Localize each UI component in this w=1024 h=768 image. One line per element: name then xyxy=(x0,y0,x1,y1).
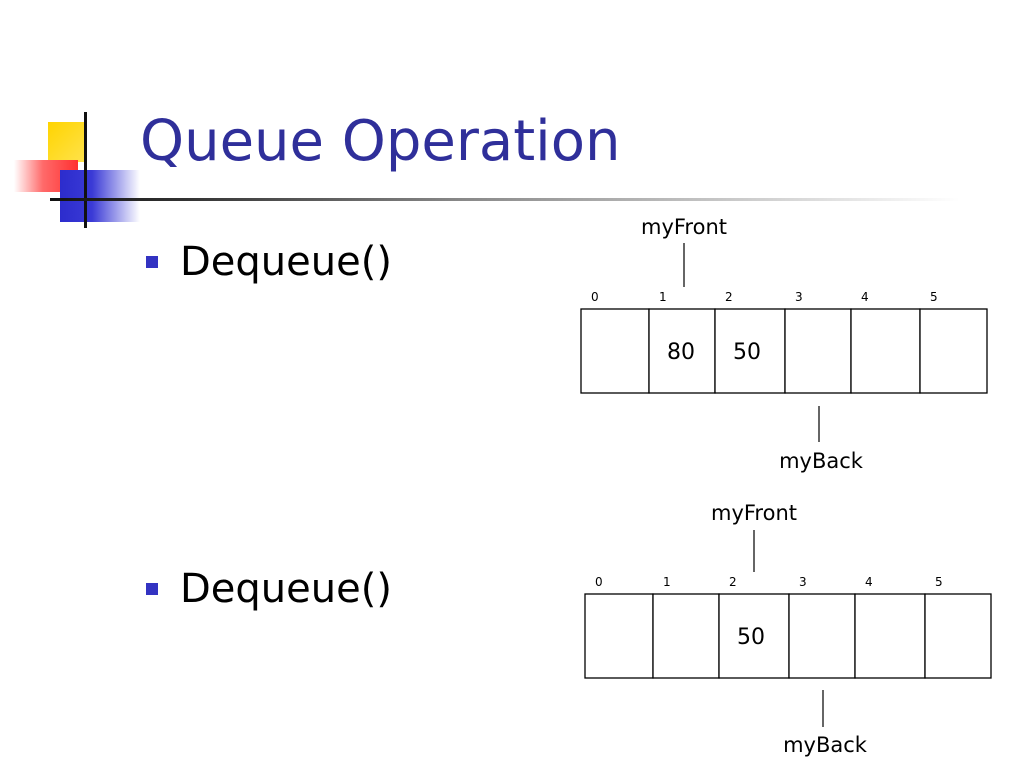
slide-title: Queue Operation xyxy=(140,109,621,174)
array-cell xyxy=(854,593,926,679)
cell-value: 50 xyxy=(737,625,765,650)
back-pointer-label: myBack xyxy=(783,733,868,757)
back-pointer-label: myBack xyxy=(779,449,864,473)
queue-array-2: 50 0 1 2 3 4 5 myFront myBack xyxy=(584,501,992,757)
bullet-square-icon xyxy=(146,256,158,268)
bullet-text: Dequeue() xyxy=(180,566,392,612)
index-label: 3 xyxy=(795,290,803,304)
index-label: 2 xyxy=(729,575,737,589)
index-label: 5 xyxy=(930,290,938,304)
array-cell xyxy=(714,308,786,394)
cell-value: 80 xyxy=(667,340,695,365)
array-cell xyxy=(584,593,654,679)
array-cell xyxy=(788,593,856,679)
index-label: 5 xyxy=(935,575,943,589)
array-cell xyxy=(718,593,790,679)
index-label: 3 xyxy=(799,575,807,589)
array-cell xyxy=(652,593,720,679)
index-label: 4 xyxy=(861,290,869,304)
array-cell xyxy=(850,308,921,394)
front-pointer-label: myFront xyxy=(711,501,797,525)
index-label: 4 xyxy=(865,575,873,589)
array-cell xyxy=(924,593,992,679)
array-cell xyxy=(784,308,852,394)
queue-array-1: 80 50 0 1 2 3 4 5 myFront myBack xyxy=(580,215,988,473)
title-underline xyxy=(50,198,960,201)
bullet-item-2: Dequeue() xyxy=(146,565,392,613)
index-label: 0 xyxy=(595,575,603,589)
cell-value: 50 xyxy=(733,340,761,365)
decor-blue-square xyxy=(60,170,140,222)
array-cell xyxy=(648,308,716,394)
front-pointer-label: myFront xyxy=(641,215,727,239)
decor-yellow-square xyxy=(48,122,84,162)
array-cell xyxy=(919,308,988,394)
index-label: 0 xyxy=(591,290,599,304)
index-label: 1 xyxy=(663,575,671,589)
bullet-square-icon xyxy=(146,583,158,595)
bullet-text: Dequeue() xyxy=(180,239,392,285)
bullet-item-1: Dequeue() xyxy=(146,238,392,286)
index-label: 1 xyxy=(659,290,667,304)
array-cell xyxy=(580,308,650,394)
index-label: 2 xyxy=(725,290,733,304)
decor-vertical-line xyxy=(84,112,87,228)
